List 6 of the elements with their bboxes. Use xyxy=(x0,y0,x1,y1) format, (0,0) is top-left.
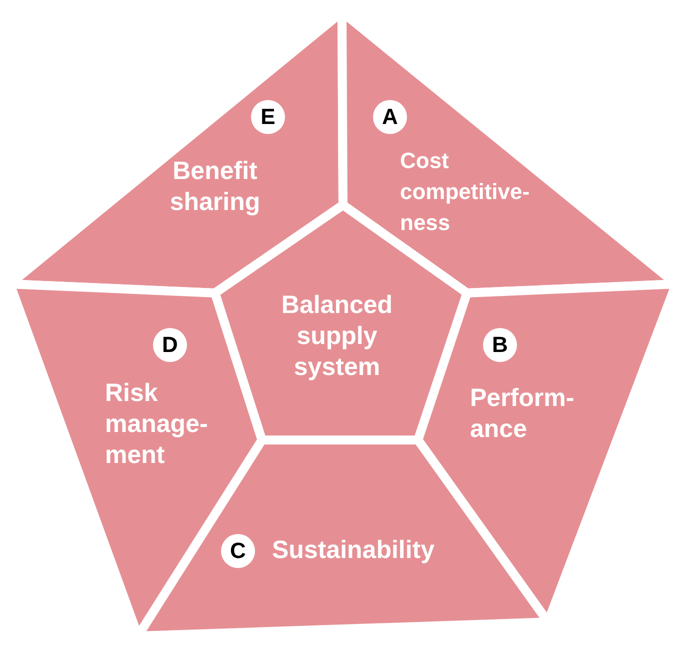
segment-label: Sustainability xyxy=(272,535,436,566)
segment-label: Perform-ance xyxy=(470,383,576,445)
segment-label: Balanced supply system xyxy=(280,290,394,383)
segment-label: Benefit sharing xyxy=(168,156,262,218)
segment-label: Cost competitive-ness xyxy=(400,147,531,237)
segment-label: Risk manage-ment xyxy=(105,378,209,471)
